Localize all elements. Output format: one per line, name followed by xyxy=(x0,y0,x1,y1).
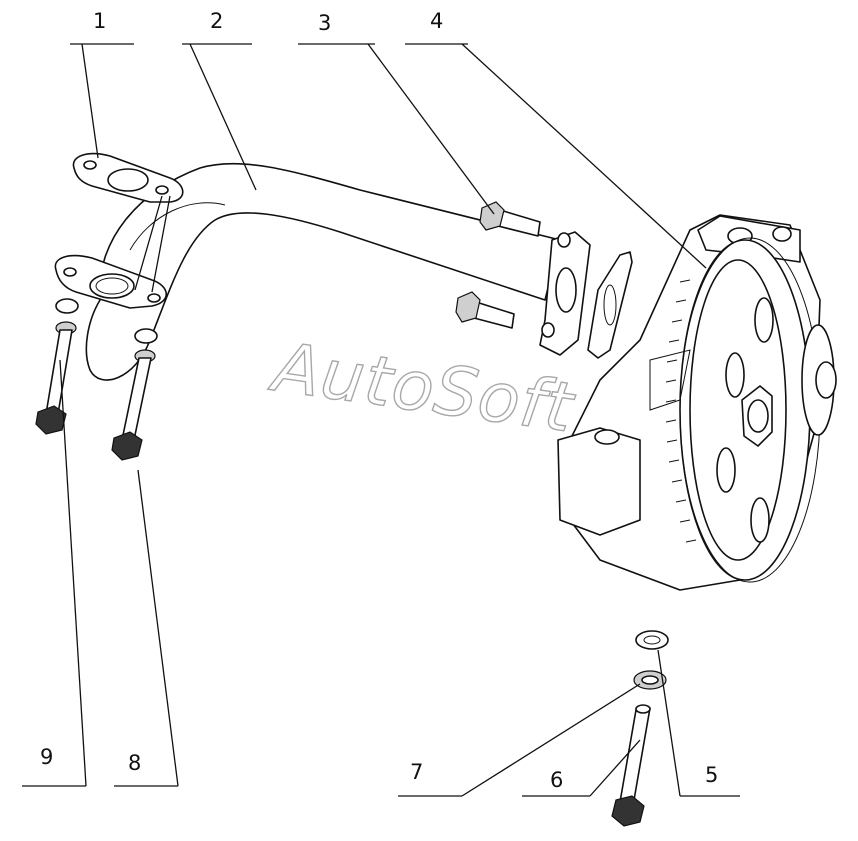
callout-1: 1 xyxy=(93,9,106,33)
bolt-6 xyxy=(611,704,651,827)
oil-pump xyxy=(557,214,837,591)
flange-bolt-lower xyxy=(455,291,515,329)
spring-washer-7 xyxy=(633,670,667,690)
pipe-lower-flange xyxy=(54,254,168,309)
washer-5 xyxy=(635,630,669,650)
callout-3: 3 xyxy=(318,11,331,35)
flange-bolt-upper xyxy=(479,201,541,237)
watermark: AutoSoft xyxy=(265,328,580,449)
bolt-8 xyxy=(111,328,158,461)
callout-labels: 1 2 3 4 5 6 7 8 9 xyxy=(40,9,718,792)
callout-2: 2 xyxy=(210,9,223,33)
callout-8: 8 xyxy=(128,751,141,775)
callout-4: 4 xyxy=(430,9,443,33)
pipe-pump-flange xyxy=(539,231,633,359)
callout-6: 6 xyxy=(550,768,563,792)
callout-9: 9 xyxy=(40,745,53,769)
callout-7: 7 xyxy=(410,760,423,784)
callout-5: 5 xyxy=(705,763,718,787)
bolt-9 xyxy=(35,298,79,435)
oil-pipe xyxy=(85,162,561,381)
leader-lines xyxy=(22,43,740,797)
pipe-gasket xyxy=(72,152,184,203)
